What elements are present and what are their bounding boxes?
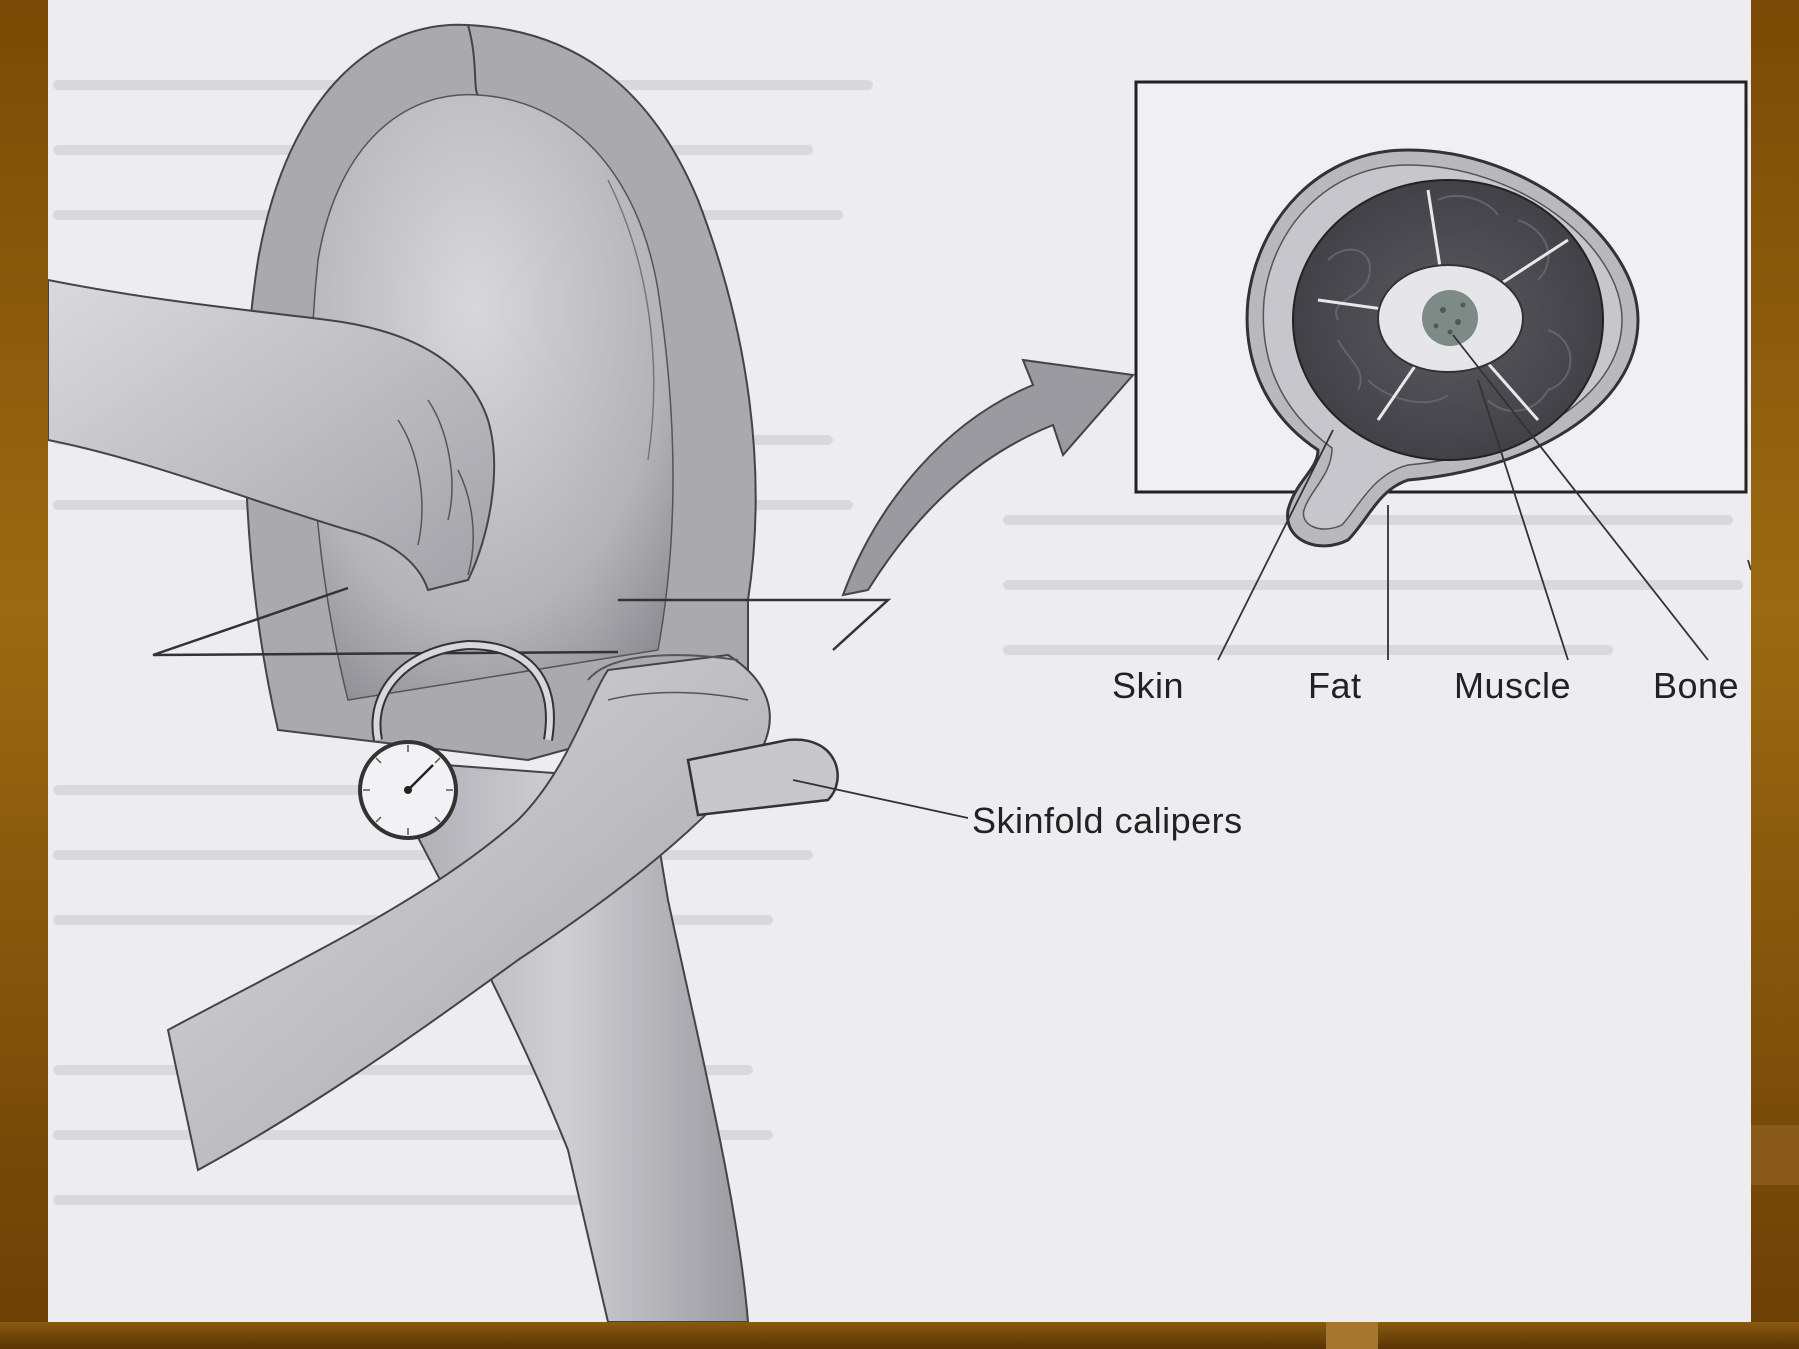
- label-fat: Fat: [1308, 665, 1362, 706]
- label-skin: Skin: [1112, 665, 1185, 706]
- pinching-arm: [48, 278, 496, 592]
- arm-cross-section: [1245, 148, 1640, 548]
- curved-arrow-icon: [841, 358, 1135, 597]
- slide-bottom-bar: [0, 1322, 1799, 1349]
- slide-corner-tab: [1751, 1125, 1799, 1185]
- caliper-holding-arm: [166, 653, 771, 1172]
- label-skinfold-calipers: Skinfold calipers: [972, 800, 1243, 841]
- slide-bottom-tab: [1326, 1322, 1378, 1349]
- skinfold-calipers: [358, 639, 839, 840]
- leader-lines: [792, 334, 1751, 819]
- skinfold-diagram: [48, 23, 1751, 1322]
- label-bone: Bone: [1653, 665, 1740, 706]
- label-muscle: Muscle: [1454, 665, 1572, 706]
- diagram-slide: Skin Fat Muscle Bone Skinfold calipers: [48, 0, 1751, 1322]
- skinfold-pinch-lines: [152, 586, 892, 657]
